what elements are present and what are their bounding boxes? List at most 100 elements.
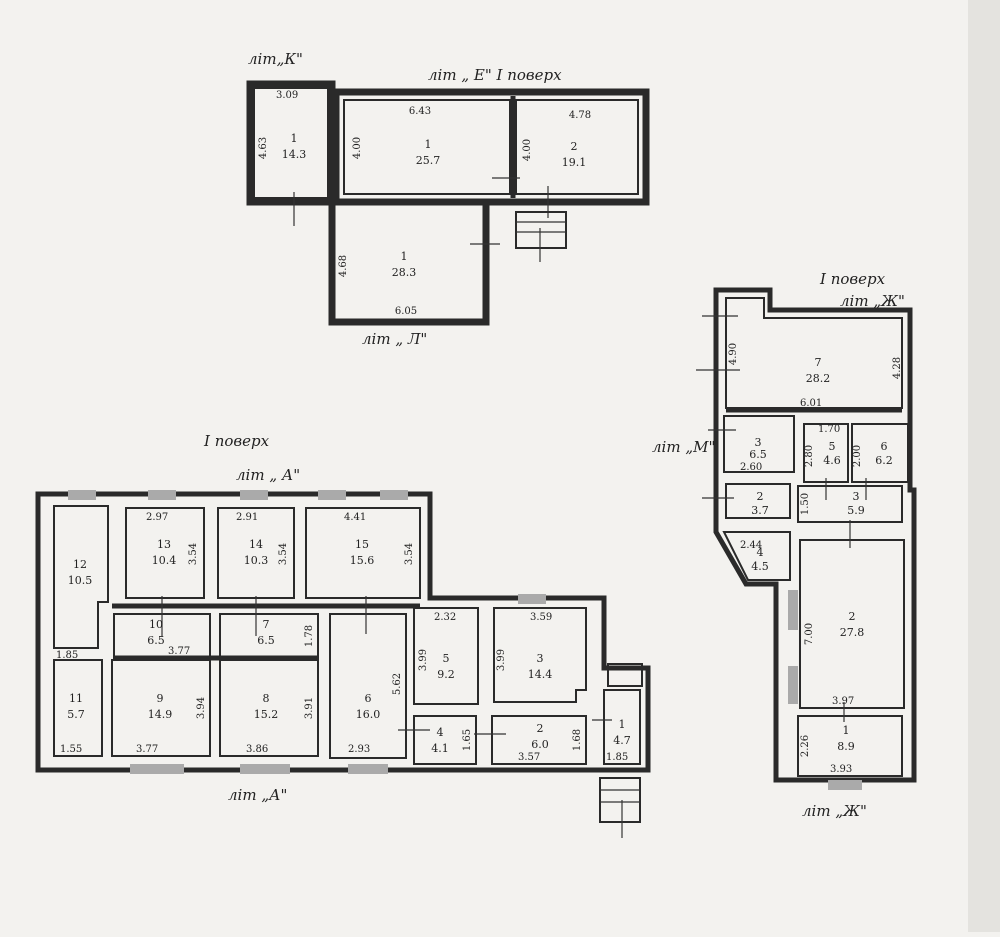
block-k-e-l: літ„К" літ „ Е" І поверх літ „ Л" 3.09 4… — [246, 50, 650, 348]
room-a2 — [491, 715, 587, 765]
dim-a11-b: 1.55 — [60, 744, 82, 755]
label-lit-zh-top: літ „Ж" — [840, 292, 905, 310]
dim-a2-h: 1.68 — [572, 729, 583, 751]
room-num-a4: 4 — [437, 726, 444, 739]
dim-a6-b: 2.93 — [348, 744, 370, 755]
room-area-zh5: 4.6 — [823, 454, 841, 467]
dim-a12-b: 1.85 — [56, 650, 78, 661]
room-e1-inner — [343, 99, 511, 195]
room-area-zh6: 6.2 — [875, 454, 893, 467]
dim-a5-w: 2.32 — [434, 612, 456, 623]
room-l1-walls — [328, 198, 490, 326]
room-area-a12: 10.5 — [68, 574, 93, 587]
window — [318, 490, 346, 500]
room-area-a13: 10.4 — [152, 554, 177, 567]
room-zh7 — [725, 297, 903, 409]
room-num-l1: 1 — [401, 250, 408, 263]
dim-zh3-b: 2.60 — [740, 462, 762, 473]
room-area-l1: 28.3 — [392, 266, 417, 279]
room-area-a14: 10.3 — [244, 554, 269, 567]
room-area-a11: 5.7 — [67, 708, 85, 721]
room-area-a7: 6.5 — [257, 634, 275, 647]
dim-zh7-b: 6.01 — [800, 398, 822, 409]
room-num-zh2b: 2 — [849, 610, 856, 623]
room-a4 — [413, 715, 477, 765]
room-e2-inner — [515, 99, 639, 195]
dim-a9-h: 3.94 — [196, 697, 207, 719]
room-num-a3: 3 — [537, 652, 544, 665]
porch-steps — [607, 663, 643, 687]
dim-zh4-w: 2.44 — [740, 540, 762, 551]
dim-a3-h: 3.99 — [496, 649, 507, 671]
dim-a9-b: 3.77 — [136, 744, 158, 755]
dim-l-width: 6.05 — [395, 306, 417, 317]
dim-zh6-h: 2.00 — [852, 445, 863, 467]
window — [130, 764, 184, 774]
window — [788, 666, 798, 704]
window — [240, 764, 290, 774]
room-area-zh3b: 5.9 — [847, 504, 865, 517]
room-num-a6: 6 — [365, 692, 372, 705]
dim-zh2b-b: 3.97 — [832, 696, 854, 707]
room-area-a15: 15.6 — [350, 554, 375, 567]
room-area-a8: 15.2 — [254, 708, 279, 721]
dim-a2-b: 3.57 — [518, 752, 540, 763]
room-zh1 — [797, 715, 903, 777]
room-num-e1: 1 — [425, 138, 432, 151]
window — [788, 590, 798, 630]
room-num-a13: 13 — [157, 538, 171, 551]
room-num-zh3a: 3 — [755, 436, 762, 449]
window — [828, 780, 862, 790]
dim-a8-b: 3.86 — [246, 744, 268, 755]
dim-a5-h: 3.99 — [418, 649, 429, 671]
room-area-a3: 14.4 — [528, 668, 553, 681]
room-zh6 — [851, 423, 909, 483]
room-num-e2: 2 — [571, 140, 578, 153]
room-area-zh7: 28.2 — [806, 372, 831, 385]
window — [240, 490, 268, 500]
dim-a15-h: 3.54 — [404, 543, 415, 565]
dim-e2-width: 4.78 — [569, 110, 591, 121]
window — [348, 764, 388, 774]
room-num-a2: 2 — [537, 722, 544, 735]
dim-a15-w: 4.41 — [344, 512, 366, 523]
dim-a10-w: 3.77 — [168, 646, 190, 657]
room-area-a10: 6.5 — [147, 634, 165, 647]
room-area-zh3a: 6.5 — [749, 448, 767, 461]
room-num-k1: 1 — [291, 132, 298, 145]
dim-k-height: 4.63 — [258, 137, 269, 159]
label-lit-l: літ „ Л" — [362, 330, 427, 348]
dim-a14-h: 3.54 — [278, 543, 289, 565]
room-num-zh5: 5 — [829, 440, 836, 453]
dim-e1-height: 4.00 — [352, 137, 363, 159]
room-num-a1: 1 — [619, 718, 626, 731]
dim-a6-h: 5.62 — [392, 673, 403, 695]
room-num-a7: 7 — [263, 618, 270, 631]
label-lit-m: літ „М" — [652, 438, 715, 456]
building-a-outer-walls — [35, 491, 651, 773]
room-a13 — [125, 507, 205, 599]
porch-steps — [599, 777, 641, 823]
room-area-zh2b: 27.8 — [840, 626, 865, 639]
room-area-a1: 4.7 — [613, 734, 631, 747]
room-k1-inner — [253, 87, 329, 199]
room-area-a4: 4.1 — [431, 742, 449, 755]
room-zh3a — [723, 415, 795, 473]
room-num-a10: 10 — [149, 618, 163, 631]
label-floor-1-left: І поверх — [203, 432, 270, 450]
dim-zh2a-h: 1.50 — [800, 493, 811, 515]
dim-e1-width: 6.43 — [409, 106, 431, 117]
room-num-a12: 12 — [73, 558, 87, 571]
room-a12 — [53, 505, 109, 649]
room-num-a15: 15 — [355, 538, 369, 551]
room-num-zh1: 1 — [843, 724, 850, 737]
dim-a14-w: 2.91 — [236, 512, 258, 523]
label-lit-e-floor: літ „ Е" І поверх — [428, 66, 562, 84]
room-a1 — [603, 689, 641, 765]
room-area-e1: 25.7 — [416, 154, 441, 167]
window — [380, 490, 408, 500]
room-a15 — [305, 507, 421, 599]
dim-zh2b-h: 7.00 — [804, 623, 815, 645]
building-e-walls — [332, 88, 650, 206]
